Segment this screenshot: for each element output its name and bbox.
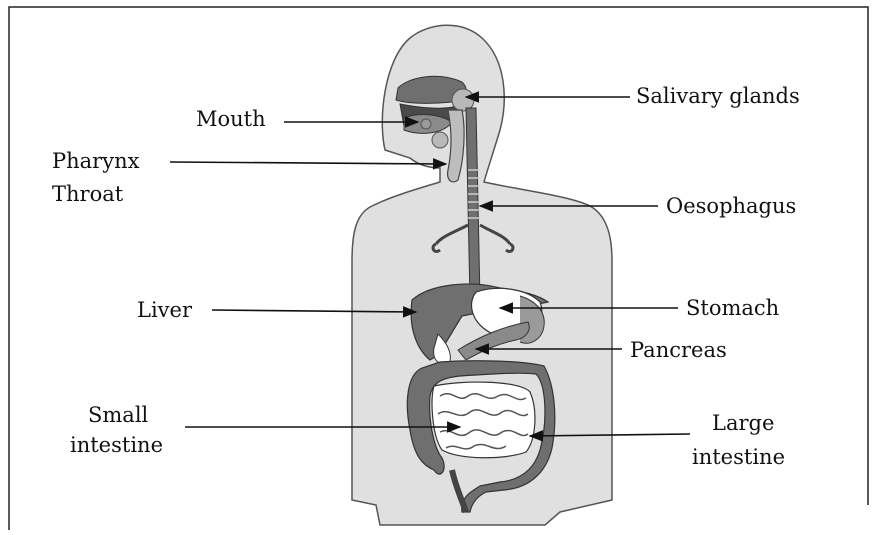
label-liver: Liver xyxy=(137,298,193,322)
small-intestine-shape xyxy=(432,382,535,458)
label-pharynx: Pharynx xyxy=(52,149,140,173)
label-throat: Throat xyxy=(52,182,124,206)
label-mouth: Mouth xyxy=(196,107,266,131)
label-pancreas: Pancreas xyxy=(630,338,727,362)
label-small: Small xyxy=(88,403,149,427)
label-large-intestine: intestine xyxy=(692,445,785,469)
label-oesophagus: Oesophagus xyxy=(666,194,796,218)
label-salivary-glands: Salivary glands xyxy=(636,84,800,108)
label-stomach: Stomach xyxy=(686,296,779,320)
label-small-intestine: intestine xyxy=(70,433,163,457)
label-large: Large xyxy=(712,411,774,435)
